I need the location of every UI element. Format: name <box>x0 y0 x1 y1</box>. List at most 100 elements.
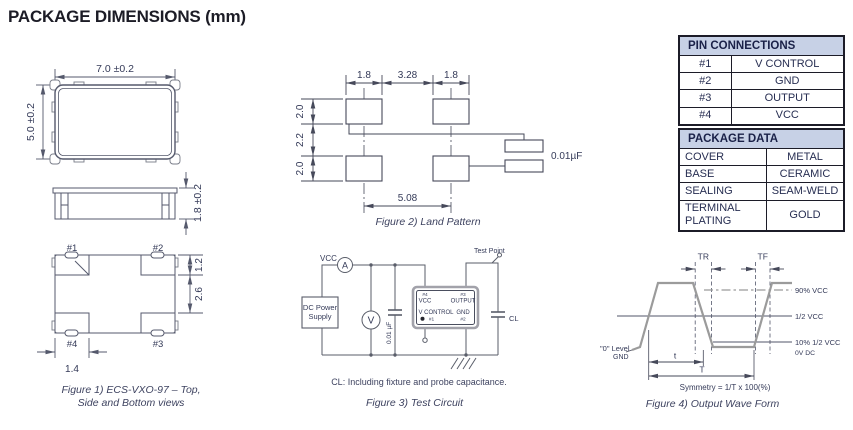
dim-package-thickness: 1.8 ±0.2 <box>192 184 204 222</box>
dim-pad-gap: 2.6 <box>194 287 205 301</box>
pin-signal: OUTPUT <box>730 89 845 108</box>
table-row: BASE CERAMIC <box>678 165 845 184</box>
cl-label: CL <box>509 314 519 323</box>
package-value: GOLD <box>766 199 845 232</box>
pin-number: #2 <box>678 72 732 91</box>
table-row: #4 VCC <box>678 106 845 126</box>
package-value: METAL <box>766 147 845 167</box>
package-value: SEAM-WELD <box>766 182 845 201</box>
bypass-cap-label: 0.01 µF <box>386 322 393 344</box>
level-10-label: 10% 1/2 VCC <box>795 338 841 347</box>
figure2-land-pattern: 1.8 3.28 1.8 2.0 2.2 2.0 5.08 0.01µF <box>295 70 582 213</box>
pin-connections-title: PIN CONNECTIONS <box>678 35 845 56</box>
dut-pin1-name: V CONTROL <box>418 310 454 316</box>
dim-pad-w-right: 1.8 <box>444 70 458 81</box>
package-data-title: PACKAGE DATA <box>678 128 845 149</box>
ground-symbol <box>450 357 477 370</box>
table-row: TERMINAL PLATING GOLD <box>678 199 845 232</box>
pin-signal: V CONTROL <box>730 54 845 74</box>
pin1-dot-marker <box>420 316 425 321</box>
dut-pin2-name: GND <box>456 310 470 316</box>
figure4-caption: Figure 4) Output Wave Form <box>645 398 780 410</box>
pin-number: #1 <box>678 54 732 74</box>
figure3-note: CL: Including fixture and probe capacita… <box>331 377 507 387</box>
t-label: t <box>674 351 677 361</box>
figure1-caption-line2: Side and Bottom views <box>77 397 185 410</box>
table-row: #1 V CONTROL <box>678 54 845 74</box>
table-row: #3 OUTPUT <box>678 89 845 108</box>
package-property: SEALING <box>678 182 767 201</box>
test-point-label: Test Point <box>474 248 505 255</box>
dim-row-gap: 2.2 <box>295 133 306 147</box>
voltmeter <box>361 310 381 330</box>
figure1-caption: Figure 1) ECS-VXO-97 – Top, Side and Bot… <box>25 384 237 410</box>
top-view <box>36 69 181 165</box>
symmetry-formula: Symmetry = 1/T x 100(%) <box>680 383 771 392</box>
dimension-lines <box>301 75 470 209</box>
table-row: COVER METAL <box>678 147 845 167</box>
side-view <box>52 172 194 235</box>
dim-pitch: 5.08 <box>398 193 418 204</box>
edge-marker-lines <box>694 262 771 354</box>
oscillator-dut-inner-border <box>416 290 475 325</box>
dut-pin2-num: #2 <box>460 317 466 323</box>
vcc-label: VCC <box>320 254 337 263</box>
pin-connections-table: PIN CONNECTIONS #1 V CONTROL #2 GND #3 O… <box>678 35 845 126</box>
table-header-row: PACKAGE DATA <box>678 128 845 149</box>
pin-number: #4 <box>678 106 732 126</box>
dim-pad-w-left: 1.8 <box>357 70 371 81</box>
page-title: PACKAGE DIMENSIONS (mm) <box>8 7 246 26</box>
oscillator-dut-box <box>411 285 480 330</box>
figure1-package-drawing: 7.0 ±0.2 5.0 ±0.2 1.8 ±0.2 <box>25 63 205 375</box>
figure1-caption-line1: Figure 1) ECS-VXO-97 – Top, <box>61 384 201 396</box>
package-property: COVER <box>678 147 767 167</box>
tr-label: TR <box>698 252 709 262</box>
figure3-test-circuit: VCC A V DC Power Supply 0.01 µF Test Poi… <box>301 248 519 370</box>
pin-number: #3 <box>678 89 732 108</box>
dut-pin3-name: OUTPUT <box>451 299 476 305</box>
gnd-label: GND <box>613 354 629 361</box>
table-header-row: PIN CONNECTIONS <box>678 35 845 56</box>
capacitor-value-label: 0.01µF <box>551 151 582 162</box>
dut-pin3-num: #3 <box>460 292 466 298</box>
output-wave-trace <box>631 281 792 352</box>
period-label: T <box>699 365 704 375</box>
dim-package-width: 7.0 ±0.2 <box>96 63 134 75</box>
ammeter <box>337 257 353 273</box>
period-extension-lines <box>625 330 755 380</box>
pin3-label: #3 <box>153 339 164 350</box>
dim-pad-width: 1.4 <box>65 364 79 375</box>
bottom-view <box>37 251 203 358</box>
land-pads <box>345 98 470 182</box>
voltmeter-label: V <box>368 316 375 327</box>
package-property: BASE <box>678 165 767 184</box>
dim-gap: 3.28 <box>398 70 418 81</box>
dut-pin1-num: #1 <box>429 317 435 323</box>
circuit-wires <box>321 256 505 356</box>
dim-pad-h-top: 2.0 <box>295 104 306 118</box>
zero-level-label: "0" Level <box>600 344 630 353</box>
vcontrol-terminal <box>422 337 428 343</box>
pin4-label: #4 <box>67 339 78 350</box>
supply-label-line1: DC Power <box>303 303 338 312</box>
dut-pin4-name: VCC <box>419 299 432 305</box>
supply-label-line2: Supply <box>309 312 332 321</box>
test-point-terminal <box>497 252 502 258</box>
package-value: CERAMIC <box>766 165 845 184</box>
pin-signal: GND <box>730 72 845 91</box>
table-row: SEALING SEAM-WELD <box>678 182 845 201</box>
junction-dots <box>369 263 468 357</box>
dim-pad-offset: 1.2 <box>194 258 205 272</box>
dc-power-supply-box <box>301 296 339 329</box>
pin1-chamfer <box>74 260 90 276</box>
figure2-caption: Figure 2) Land Pattern <box>375 216 481 228</box>
dim-pad-h-bottom: 2.0 <box>295 161 306 175</box>
pin2-label: #2 <box>153 243 164 254</box>
capacitor-traces <box>348 124 544 173</box>
dim-package-height: 5.0 ±0.2 <box>25 103 37 141</box>
pin1-label: #1 <box>67 243 78 254</box>
level-half-label: 1/2 VCC <box>795 312 824 321</box>
dut-pin4-num: #4 <box>422 292 428 298</box>
level-90-label: 90% VCC <box>795 286 829 295</box>
